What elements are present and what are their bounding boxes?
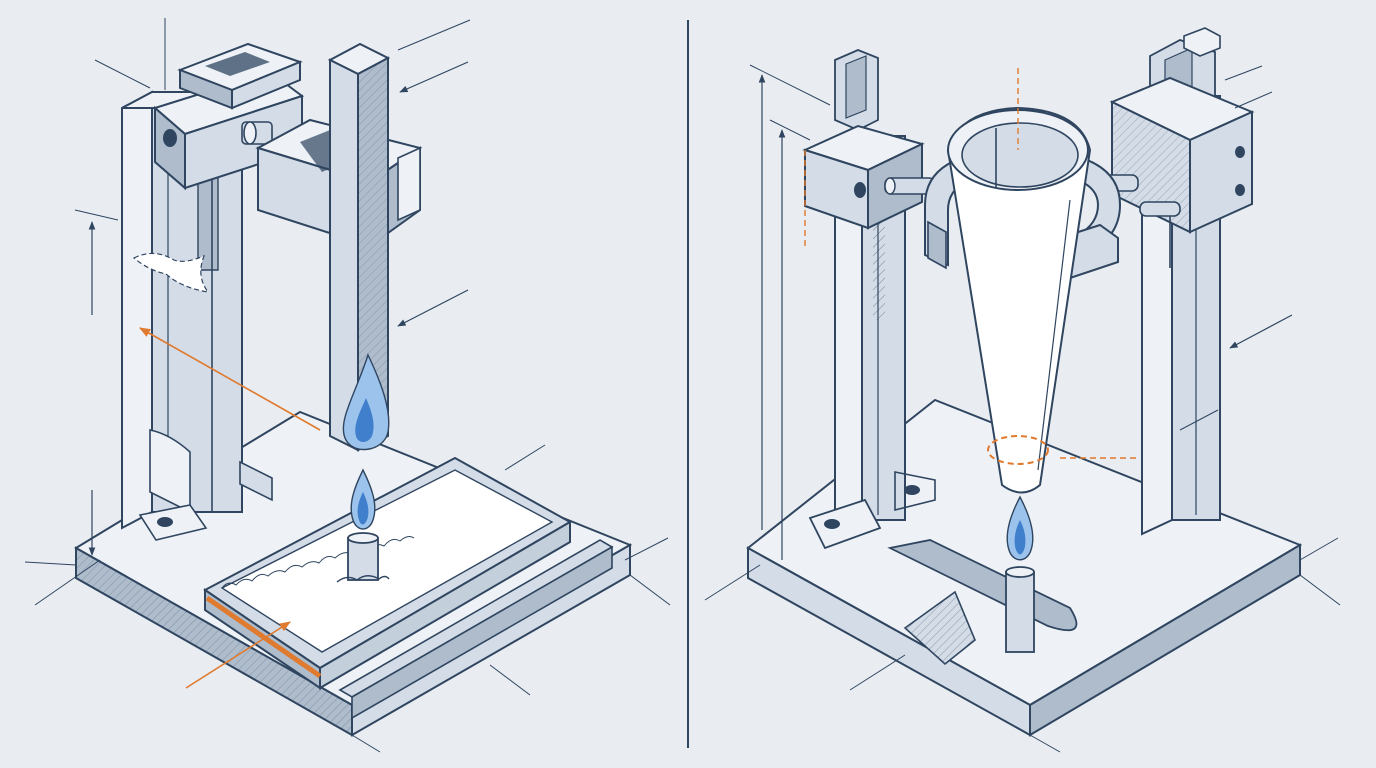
left-panel [24,18,671,753]
burner-right [1005,566,1035,653]
rod-flame-icon [342,353,390,451]
tray-rail [338,539,614,720]
burner-flame-icon-right [1006,495,1034,561]
burner [336,532,390,583]
left-leader-lines [24,18,671,753]
top-bracket [152,42,305,191]
cone-tip-highlight [987,435,1049,465]
right-panel [704,27,1341,753]
right-bracket [1097,76,1255,268]
burner-flame-icon [350,468,376,530]
rod [327,42,391,452]
right-leader-lines [704,64,1341,753]
tray-edge-highlight [205,595,322,679]
left-accent-arrows [139,327,321,689]
left-bracket [802,124,936,230]
